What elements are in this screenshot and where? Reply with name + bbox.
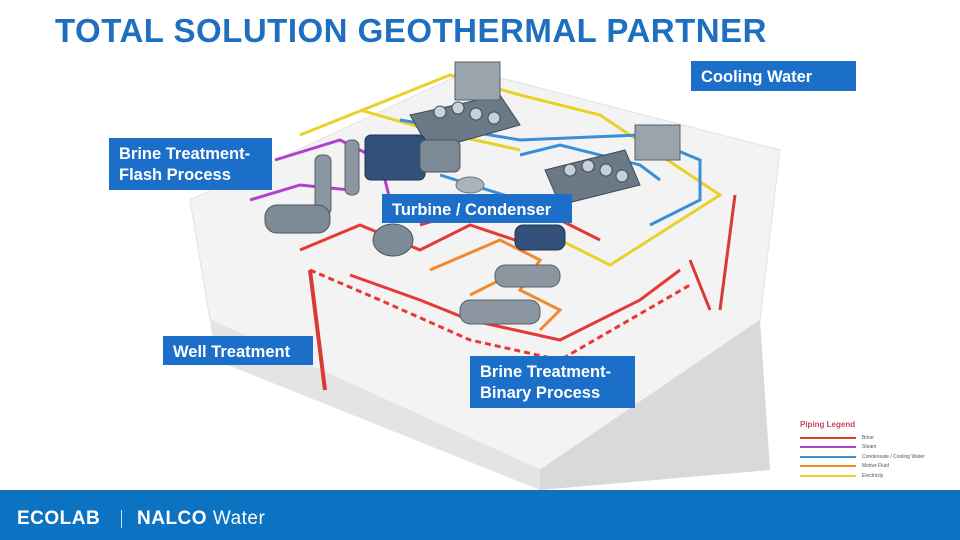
condenser-unit <box>419 139 461 173</box>
footer-bar <box>0 490 960 540</box>
binary-heat-exchanger-2 <box>459 299 541 325</box>
wellhead-left <box>308 269 327 391</box>
label-turbine-condenser: Turbine / Condenser <box>382 194 572 223</box>
ecolab-logo: ECOLAB <box>17 508 101 529</box>
page-title: TOTAL SOLUTION GEOTHERMAL PARTNER <box>55 12 767 49</box>
flash-vessel <box>264 204 331 234</box>
storage-tank-center <box>372 223 414 257</box>
legend-title: Piping Legend <box>800 420 856 429</box>
wellhead-right <box>688 259 712 311</box>
turbine-unit <box>364 134 426 181</box>
label-flash-line2: Flash Process <box>119 166 231 184</box>
wellhead-far-right <box>718 194 737 311</box>
label-brine-treatment-binary: Brine Treatment- Binary Process <box>470 356 635 408</box>
legend-item: Electricity <box>800 471 950 481</box>
label-binary-line2: Binary Process <box>480 384 601 402</box>
legend-label: Electricity <box>862 472 884 479</box>
legend-label: Condensate / Cooling Water <box>862 453 925 460</box>
water-text: Water <box>212 508 266 529</box>
legend-item: Steam <box>800 443 950 453</box>
footer-separator <box>121 510 122 528</box>
cooling-tower-bank-left <box>409 94 521 151</box>
platform-right-side <box>540 320 770 490</box>
legend-item: Brine <box>800 433 950 443</box>
legend-label: Brine <box>862 434 874 441</box>
legend-swatch <box>800 474 856 477</box>
legend-swatch <box>800 446 856 449</box>
cooling-tower-bank-right <box>544 149 641 206</box>
label-binary-line1: Brine Treatment- <box>480 363 612 381</box>
nalco-water-logo: NALCO Water <box>137 508 265 530</box>
binary-heat-exchanger-1 <box>494 264 561 288</box>
legend-item: Motive Fluid <box>800 462 950 472</box>
binary-pump <box>514 224 566 251</box>
label-brine-treatment-flash: Brine Treatment- Flash Process <box>109 138 272 190</box>
transformer-top <box>454 61 501 101</box>
storage-tank-back <box>455 176 485 194</box>
legend-swatch <box>800 455 856 458</box>
legend-label: Motive Fluid <box>862 463 889 470</box>
label-cooling-water: Cooling Water <box>691 61 856 91</box>
label-flash-line1: Brine Treatment- <box>119 145 251 163</box>
legend-swatch <box>800 465 856 468</box>
flash-separator-2 <box>344 139 360 196</box>
brine-return-pipes <box>309 268 691 362</box>
legend-swatch <box>800 436 856 439</box>
transformer-right <box>634 124 681 161</box>
nalco-text: NALCO <box>137 508 208 529</box>
label-well-treatment: Well Treatment <box>163 336 313 365</box>
legend-label: Steam <box>862 444 877 451</box>
legend-item: Condensate / Cooling Water <box>800 452 950 462</box>
